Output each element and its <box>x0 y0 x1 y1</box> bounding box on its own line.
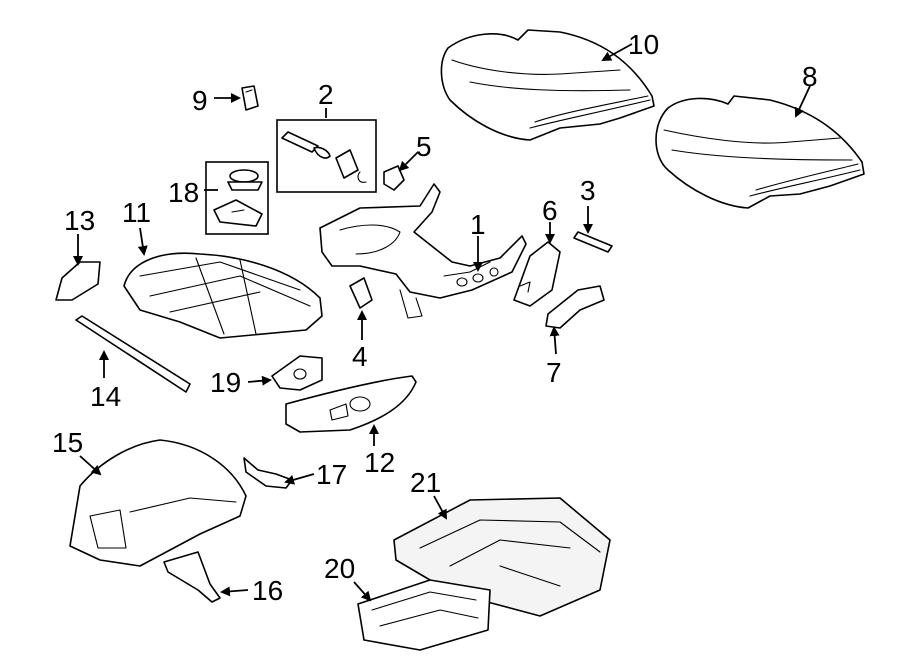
part-19-motor <box>271 355 323 391</box>
callout-21: 21 <box>410 467 441 498</box>
part-20-module <box>357 579 491 651</box>
leader-17 <box>284 473 315 485</box>
callout-12: 12 <box>364 447 395 478</box>
part-9-clip <box>241 85 259 111</box>
part-3-pin <box>573 231 613 253</box>
part-1-seat-frame <box>319 183 527 319</box>
part-5-bracket <box>383 165 405 191</box>
part-8-seat-cushion <box>655 95 865 209</box>
leader-7 <box>549 326 560 355</box>
leader-16 <box>220 586 249 597</box>
part-17-harness <box>243 457 293 489</box>
callout-16: 16 <box>252 575 283 606</box>
part-14-trim-strip <box>75 315 191 393</box>
callout-17: 17 <box>316 459 347 490</box>
callout-5: 5 <box>416 131 432 162</box>
part-11-seat-pan <box>123 252 323 339</box>
leader-11 <box>137 227 148 256</box>
callout-9: 9 <box>192 85 208 116</box>
part-10-seat-cushion-cover <box>440 29 655 141</box>
leader-21 <box>433 495 447 520</box>
callout-1: 1 <box>470 209 486 240</box>
callout-19: 19 <box>210 367 241 398</box>
callout-2: 2 <box>318 79 334 110</box>
part-18-switch-assembly <box>213 169 263 227</box>
leader-lines <box>73 43 811 602</box>
leader-15 <box>79 455 102 476</box>
leader-20 <box>353 581 372 602</box>
callout-15: 15 <box>52 427 83 458</box>
part-12-side-panel <box>285 375 417 433</box>
part-2-hardware <box>281 131 367 183</box>
part-13-trim <box>55 261 101 301</box>
part-7-link <box>545 285 605 329</box>
part-18-group-box <box>205 161 269 235</box>
callout-18: 18 <box>168 177 199 208</box>
part-15-shield <box>69 439 247 567</box>
leader-19 <box>247 375 272 386</box>
callout-11: 11 <box>122 197 151 228</box>
callout-20: 20 <box>324 553 355 584</box>
part-16-bracket <box>163 551 221 603</box>
callout-8: 8 <box>802 61 818 92</box>
callout-10: 10 <box>628 29 659 60</box>
callout-4: 4 <box>352 341 368 372</box>
callout-7: 7 <box>546 357 562 388</box>
callout-14: 14 <box>90 381 121 412</box>
callout-3: 3 <box>580 175 596 206</box>
callout-6: 6 <box>542 195 558 226</box>
leader-10 <box>601 43 633 61</box>
callout-13: 13 <box>64 205 95 236</box>
leader-8 <box>794 85 811 118</box>
leader-5 <box>398 151 419 172</box>
part-2-group-box <box>276 119 377 193</box>
callout-labels: 10 8 9 2 5 18 1 6 3 13 11 4 7 14 19 12 1… <box>52 29 818 606</box>
part-4-bracket <box>349 277 373 309</box>
